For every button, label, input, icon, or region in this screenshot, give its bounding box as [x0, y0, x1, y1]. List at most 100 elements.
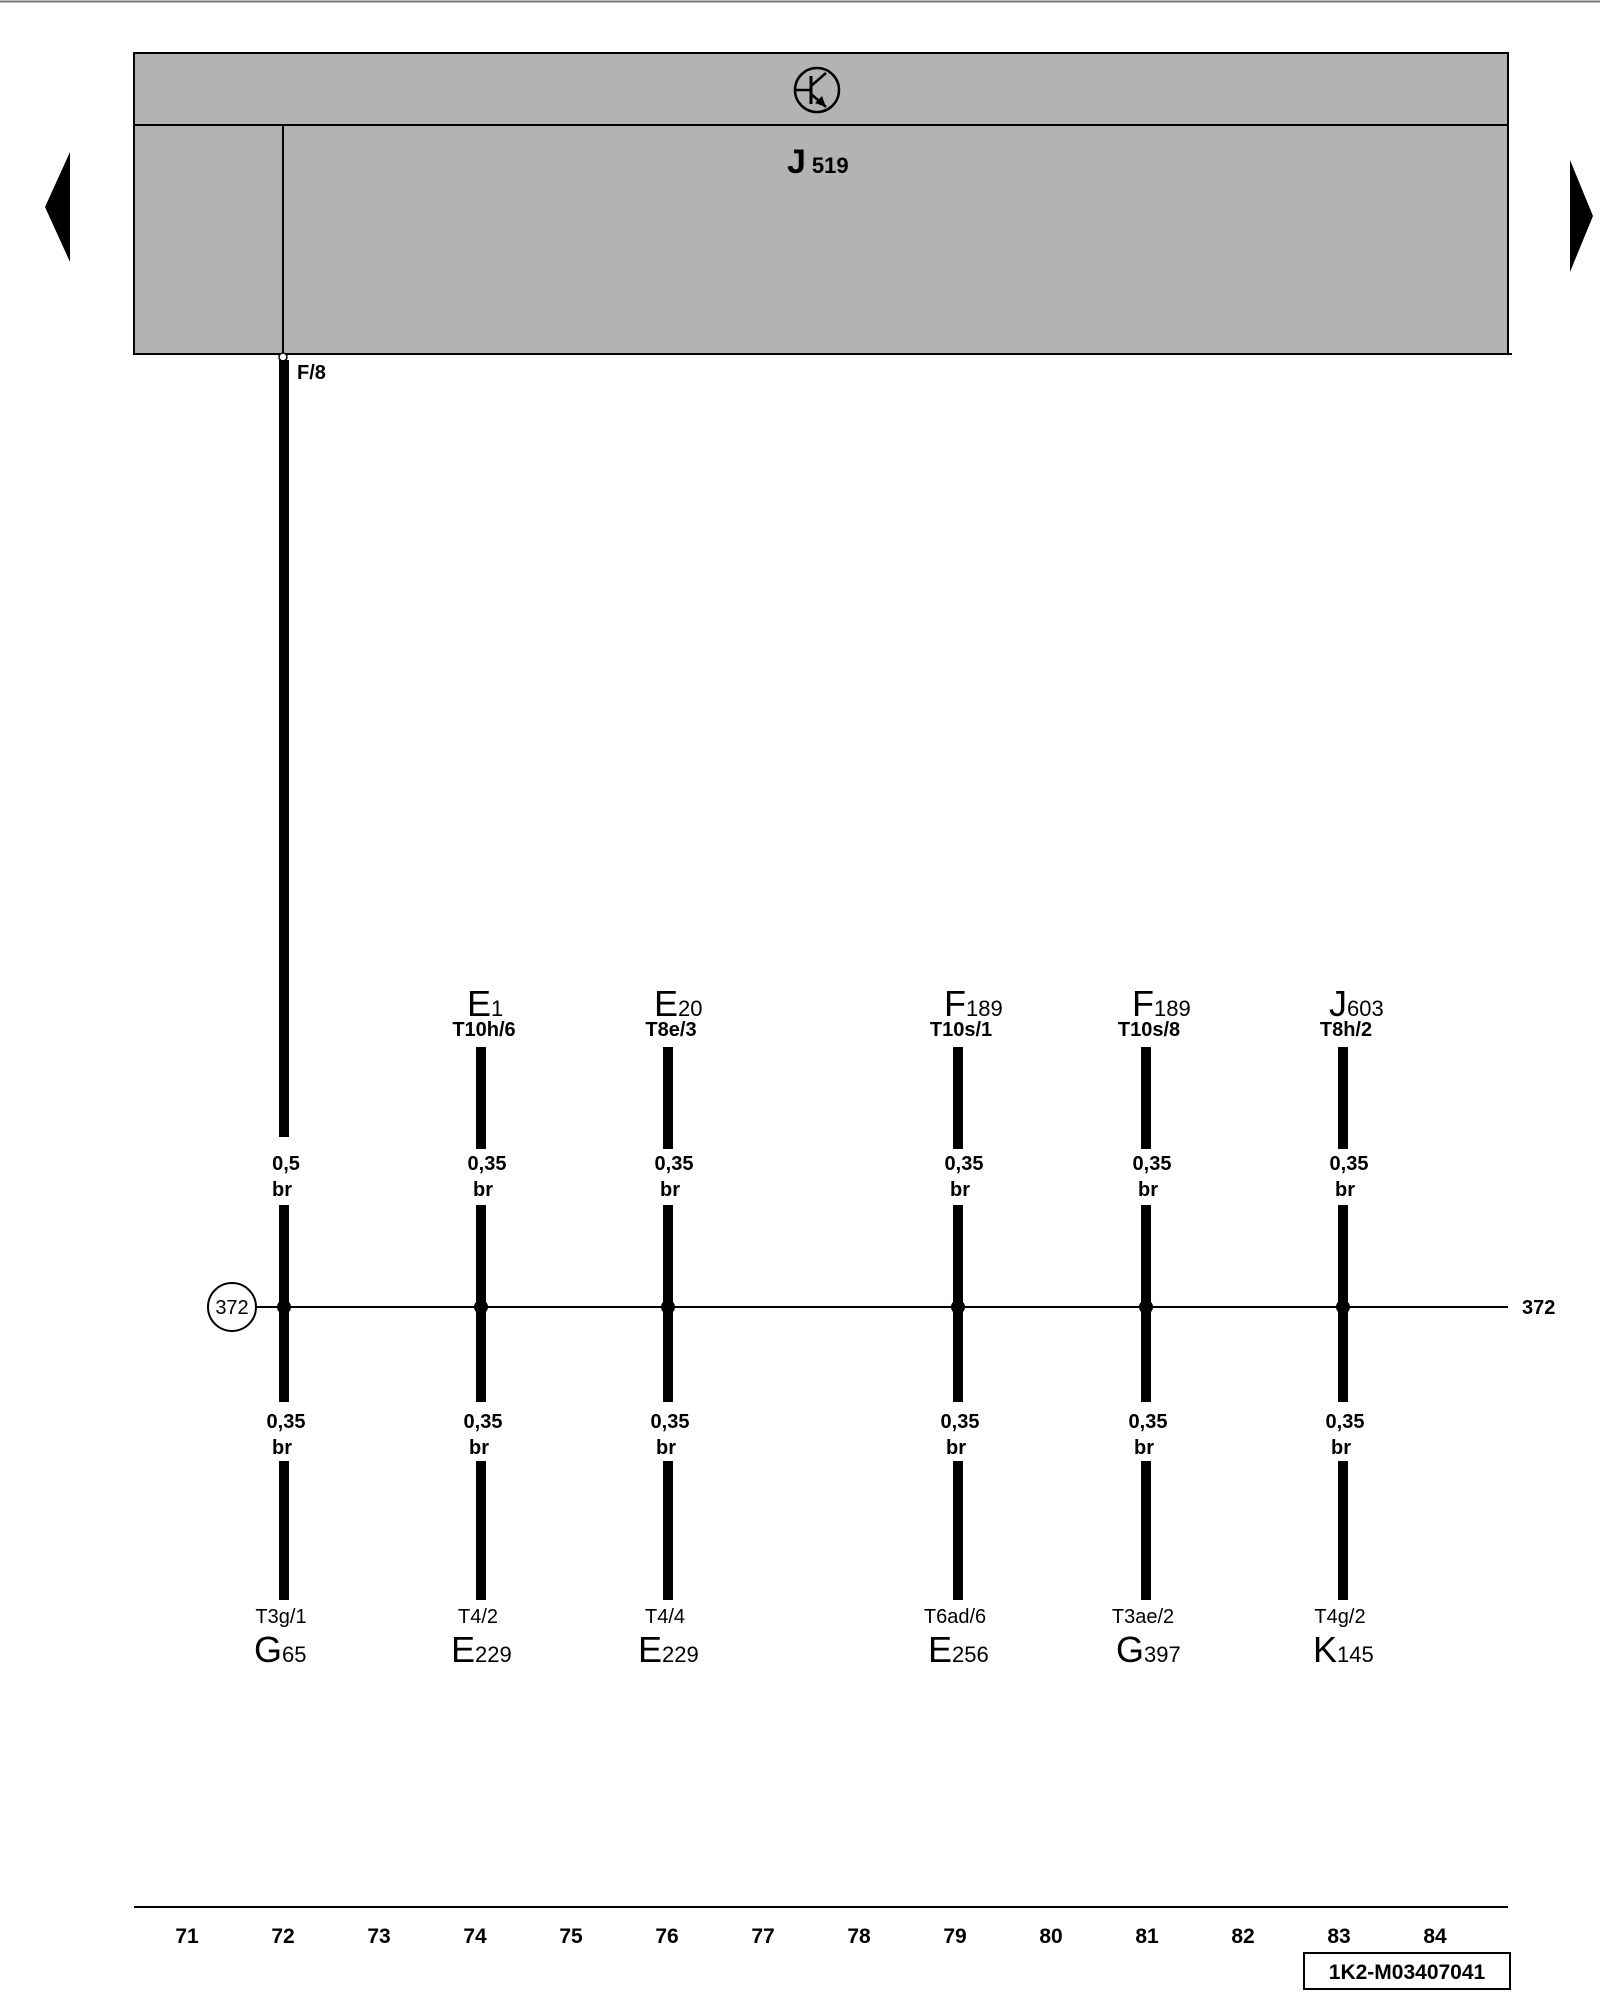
grid-number-row: 71 72 73 74 75 76 77 78 79 80 81 82 83 84	[175, 1925, 1447, 1948]
component-label: G65	[254, 1629, 307, 1670]
wire-color: br	[656, 1437, 676, 1459]
component-number: 603	[1347, 996, 1384, 1021]
component-letter: E	[638, 1629, 662, 1670]
wire-gauge: 0,35	[941, 1411, 980, 1433]
grid-number: 72	[271, 1925, 294, 1948]
connector-pin-label: T6ad/6	[924, 1606, 986, 1628]
wire-color: br	[1138, 1179, 1158, 1201]
component-label: E256	[928, 1629, 989, 1670]
component-letter: E	[467, 983, 491, 1024]
component-label: E229	[638, 1629, 699, 1670]
wire-gauge: 0,35	[267, 1411, 306, 1433]
wire-color: br	[473, 1179, 493, 1201]
junction-continuation-label: 372	[1522, 1297, 1555, 1319]
component-letter: F	[944, 983, 966, 1024]
component-label: E20	[654, 983, 703, 1024]
wire-gauge: 0,35	[651, 1411, 690, 1433]
connector-pin-label: T4/4	[645, 1606, 685, 1628]
previous-page-arrow-icon[interactable]	[45, 152, 70, 262]
connector-pin-label: T3g/1	[255, 1606, 306, 1628]
component-label: K145	[1313, 1629, 1374, 1670]
component-number: 229	[475, 1642, 512, 1667]
top-component-branches: E1T10h/60,35brE20T8e/30,35brF189T10s/10,…	[452, 983, 1384, 1314]
component-number: 397	[1144, 1642, 1181, 1667]
grid-number: 73	[367, 1925, 390, 1948]
grid-number: 80	[1039, 1925, 1062, 1948]
wire-color: br	[272, 1437, 292, 1459]
junction-372: 372 372	[207, 1282, 1555, 1332]
connector-pin-label: T4/2	[458, 1606, 498, 1628]
wire-gauge: 0,35	[1133, 1153, 1172, 1175]
component-letter: E	[928, 1629, 952, 1670]
component-label: J603	[1329, 983, 1384, 1024]
bottom-component-branches: 0,35brT3g/1G650,35brT4/2E2290,35brT4/4E2…	[254, 1308, 1374, 1670]
grid-number: 79	[943, 1925, 966, 1948]
grid-number: 71	[175, 1925, 199, 1948]
wire-color: br	[469, 1437, 489, 1459]
grid-number: 76	[655, 1925, 678, 1948]
wire-color: br	[1331, 1437, 1351, 1459]
wire-main-gauge: 0,5	[272, 1153, 300, 1175]
wire-color: br	[946, 1437, 966, 1459]
wire-gauge: 0,35	[1330, 1153, 1369, 1175]
wire-color: br	[660, 1179, 680, 1201]
component-number: 145	[1337, 1642, 1374, 1667]
component-letter: G	[1116, 1629, 1144, 1670]
junction-id-label: 372	[215, 1297, 248, 1319]
grid-number: 75	[559, 1925, 583, 1948]
connector-pin-label: T3ae/2	[1112, 1606, 1174, 1628]
component-number: 189	[1154, 996, 1191, 1021]
pin-label-f8: F/8	[297, 362, 326, 384]
grid-number: 77	[751, 1925, 774, 1948]
grid-number: 84	[1423, 1925, 1447, 1948]
control-unit-letter: J	[787, 143, 806, 181]
component-label: F189	[944, 983, 1003, 1024]
drawing-id-label: 1K2-M03407041	[1329, 1961, 1486, 1984]
component-number: 65	[282, 1642, 306, 1667]
component-number: 256	[952, 1642, 989, 1667]
wire-color: br	[1335, 1179, 1355, 1201]
grid-number: 83	[1327, 1925, 1350, 1948]
component-letter: F	[1132, 983, 1154, 1024]
component-label: G397	[1116, 1629, 1181, 1670]
component-number: 20	[678, 996, 702, 1021]
grid-number: 74	[463, 1925, 487, 1948]
grid-number: 78	[847, 1925, 871, 1948]
component-letter: J	[1329, 983, 1347, 1024]
connector-pin-label: T10s/8	[1118, 1019, 1180, 1041]
component-number: 1	[491, 996, 503, 1021]
grid-number: 82	[1231, 1925, 1254, 1948]
component-label: E229	[451, 1629, 512, 1670]
wire-gauge: 0,35	[1326, 1411, 1365, 1433]
wire-gauge: 0,35	[945, 1153, 984, 1175]
transistor-icon	[793, 66, 841, 114]
component-label: E1	[467, 983, 503, 1024]
next-page-arrow-icon[interactable]	[1570, 160, 1593, 272]
grid-number: 81	[1135, 1925, 1159, 1948]
component-letter: K	[1313, 1629, 1337, 1670]
component-letter: G	[254, 1629, 282, 1670]
connector-pin-label: T10s/1	[930, 1019, 992, 1041]
connector-pin-label: T4g/2	[1314, 1606, 1365, 1628]
component-number: 189	[966, 996, 1003, 1021]
component-label: F189	[1132, 983, 1191, 1024]
wire-gauge: 0,35	[464, 1411, 503, 1433]
wire-main-color: br	[272, 1179, 292, 1201]
control-unit-number: 519	[812, 153, 849, 178]
connector-pin-label: T10h/6	[452, 1019, 515, 1041]
wire-gauge: 0,35	[655, 1153, 694, 1175]
component-letter: E	[451, 1629, 475, 1670]
wire-gauge: 0,35	[468, 1153, 507, 1175]
wire-gauge: 0,35	[1129, 1411, 1168, 1433]
